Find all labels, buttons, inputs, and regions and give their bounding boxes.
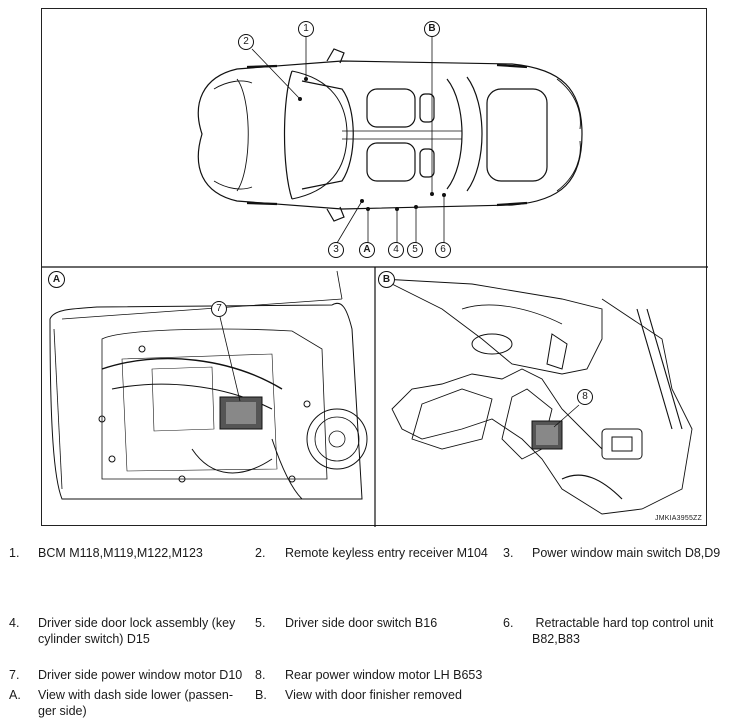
figure-code: JMKIA3955ZZ [655, 515, 702, 522]
callout-a: A [359, 242, 375, 258]
legend-text: Rear power window motor LH B653 [285, 668, 483, 682]
callout-1: 1 [298, 21, 314, 37]
legend-num: 5. [255, 616, 266, 630]
panel-b-label: B [378, 271, 395, 288]
legend-text: View with dash side lower (passen- [38, 688, 234, 702]
legend-text: Driver side power window motor D10 [38, 668, 243, 682]
callout-6: 6 [435, 242, 451, 258]
legend-num: 3. [503, 546, 514, 560]
callout-b: B [424, 21, 440, 37]
legend-num: 8. [255, 668, 266, 682]
callout-3: 3 [328, 242, 344, 258]
legend-text-line2: cylinder switch) D15 [38, 632, 150, 646]
legend-text-line2: B82,B83 [532, 632, 580, 646]
legend-num: 6. [503, 616, 514, 630]
legend-num: 4. [9, 616, 20, 630]
legend-text-line2: ger side) [38, 704, 87, 718]
legend-num: 1. [9, 546, 20, 560]
legend-text: Remote keyless entry receiver M104 [285, 546, 488, 560]
car-top-view [197, 48, 583, 222]
component-location-figure: A B 1 2 B 3 A 4 5 6 7 8 JMKIA3955ZZ [41, 8, 708, 527]
callout-5: 5 [407, 242, 423, 258]
callout-7: 7 [211, 301, 227, 317]
callout-2: 2 [238, 34, 254, 50]
legend-num: B. [255, 688, 267, 702]
legend-num: A. [9, 688, 21, 702]
legend-num: 2. [255, 546, 266, 560]
panel-b-interior-artwork [381, 278, 693, 515]
legend-text: Retractable hard top control unit [532, 616, 714, 630]
panel-a-door-artwork [49, 270, 368, 500]
figure-artwork [42, 37, 708, 527]
legend-num: 7. [9, 668, 20, 682]
panel-a-label: A [48, 271, 65, 288]
legend-text: BCM M118,M119,M122,M123 [38, 546, 203, 560]
top-leader-lines [251, 37, 446, 244]
legend-text: Driver side door switch B16 [285, 616, 438, 630]
legend-text: Power window main switch D8,D9 [532, 546, 721, 560]
legend-text: View with door finisher removed [285, 688, 462, 702]
callout-8: 8 [577, 389, 593, 405]
callout-4: 4 [388, 242, 404, 258]
legend-text: Driver side door lock assembly (key [38, 616, 236, 630]
